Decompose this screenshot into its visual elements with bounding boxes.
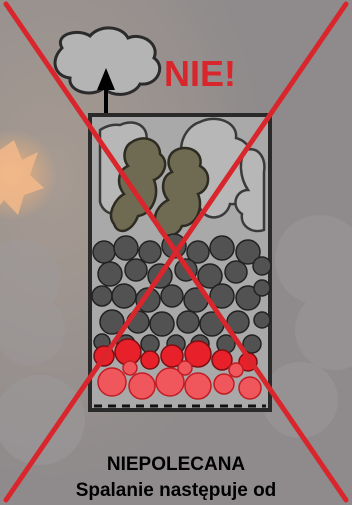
caption-subtitle: Spalanie następuje od bbox=[0, 479, 352, 503]
caption-title: NIEPOLECANA bbox=[0, 453, 352, 477]
verdict-label: NIE! bbox=[164, 53, 236, 94]
